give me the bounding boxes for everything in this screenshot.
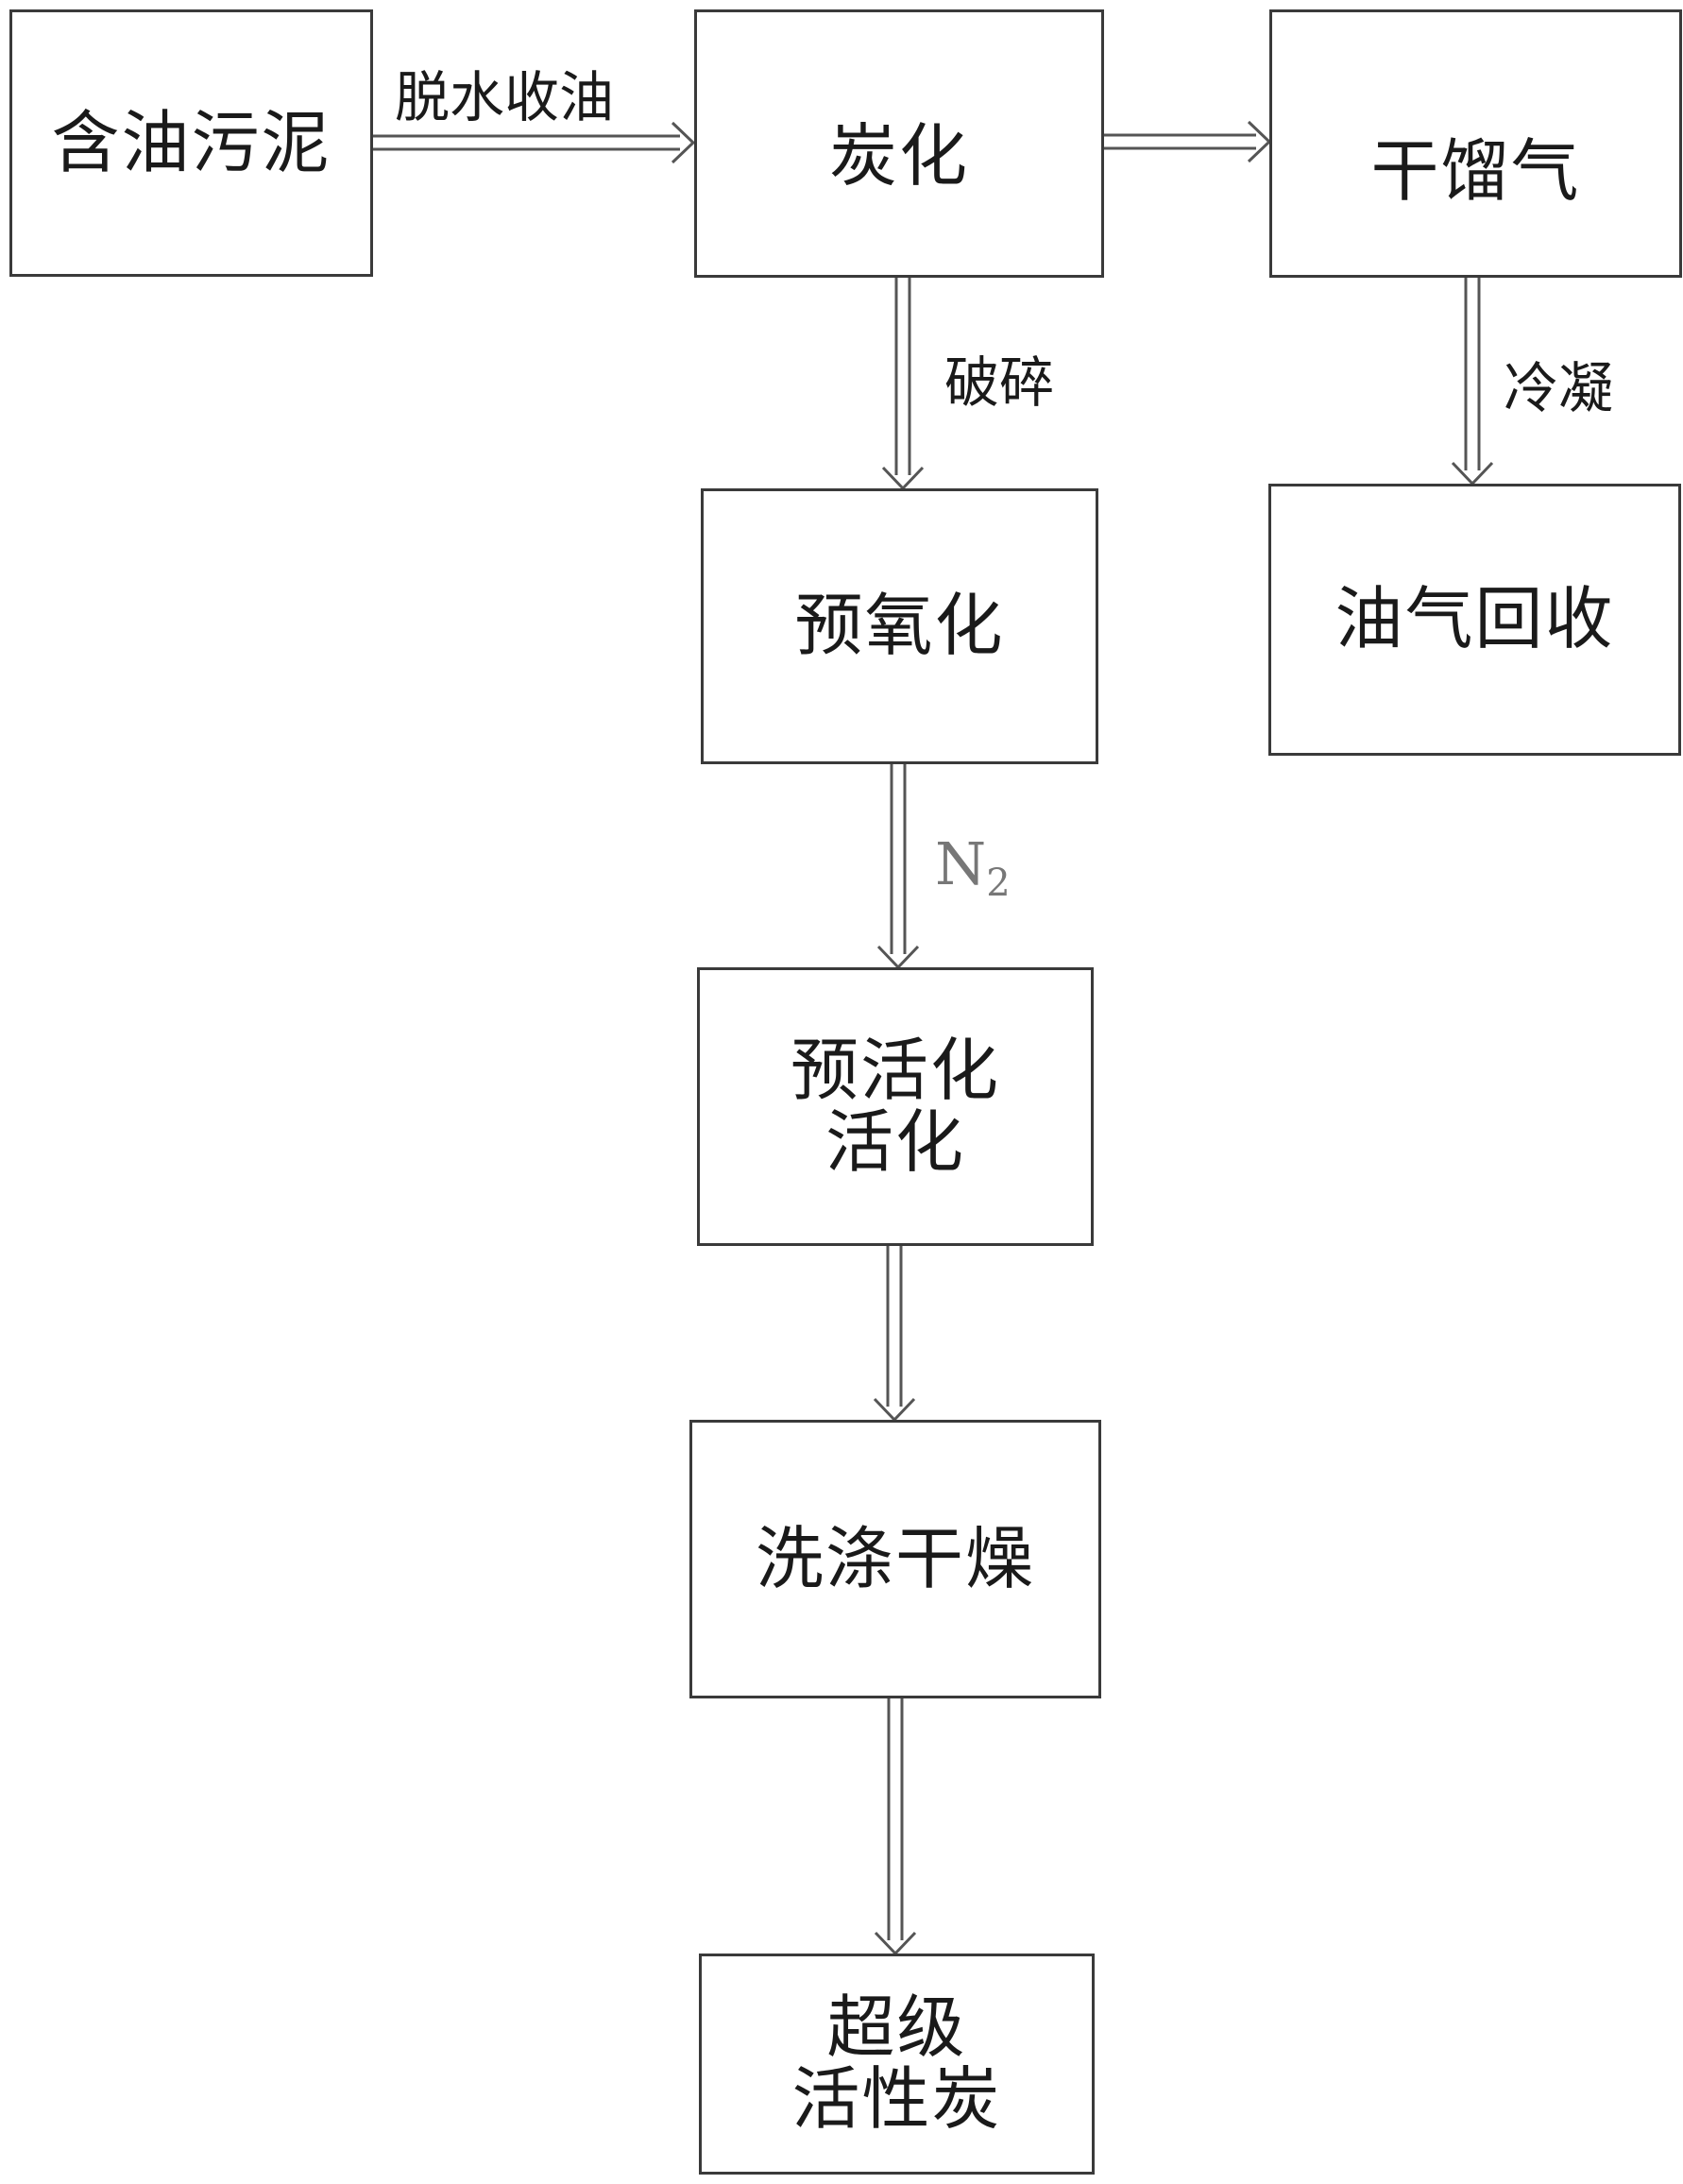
arrow-carbonization-to-gas — [1102, 120, 1272, 163]
node-pre-activation-label-line2: 活化 — [824, 1101, 965, 1182]
edge-label-dewater-oil-recovery: 脱水收油 — [395, 65, 615, 129]
node-washing-drying-label: 洗涤干燥 — [755, 1518, 1035, 1598]
node-oil-gas-recovery: 油气回收 — [1268, 484, 1681, 756]
arrow-washing-to-super-carbon — [874, 1698, 917, 1956]
arrow-gas-to-oil-recovery — [1451, 278, 1494, 486]
edge-label-condensation: 冷凝 — [1504, 356, 1614, 420]
node-carbonization-label: 炭化 — [828, 116, 969, 196]
arrow-preoxidation-to-preactivation — [876, 763, 920, 970]
node-oily-sludge-label: 含油污泥 — [51, 102, 332, 182]
node-pre-oxidation: 预氧化 — [701, 488, 1098, 764]
arrow-sludge-to-carbonization — [370, 121, 696, 164]
node-dry-distillation-gas: 干馏气 — [1269, 9, 1682, 278]
node-pre-activation-label-line1: 预活化 — [790, 1030, 1000, 1110]
node-super-activated-carbon: 超级 活性炭 — [699, 1954, 1095, 2175]
node-super-activated-carbon-label-line1: 超级 — [826, 1988, 967, 2068]
node-oil-gas-recovery-label: 油气回收 — [1334, 579, 1615, 659]
arrow-preactivation-to-washing — [873, 1246, 916, 1423]
node-carbonization: 炭化 — [694, 9, 1104, 278]
edge-label-crushing: 破碎 — [944, 350, 1055, 415]
node-pre-oxidation-label: 预氧化 — [794, 586, 1005, 666]
node-pre-activation: 预活化 活化 — [697, 967, 1094, 1246]
arrow-carbonization-to-preoxidation — [881, 276, 925, 491]
edge-label-nitrogen: N2 — [935, 835, 1011, 905]
nitrogen-symbol: N — [935, 829, 987, 898]
node-oily-sludge: 含油污泥 — [9, 9, 373, 277]
nitrogen-subscript: 2 — [986, 862, 1011, 905]
node-washing-drying: 洗涤干燥 — [689, 1420, 1101, 1698]
node-dry-distillation-gas-label: 干馏气 — [1370, 131, 1581, 211]
node-super-activated-carbon-label-line2: 活性炭 — [791, 2059, 1002, 2139]
